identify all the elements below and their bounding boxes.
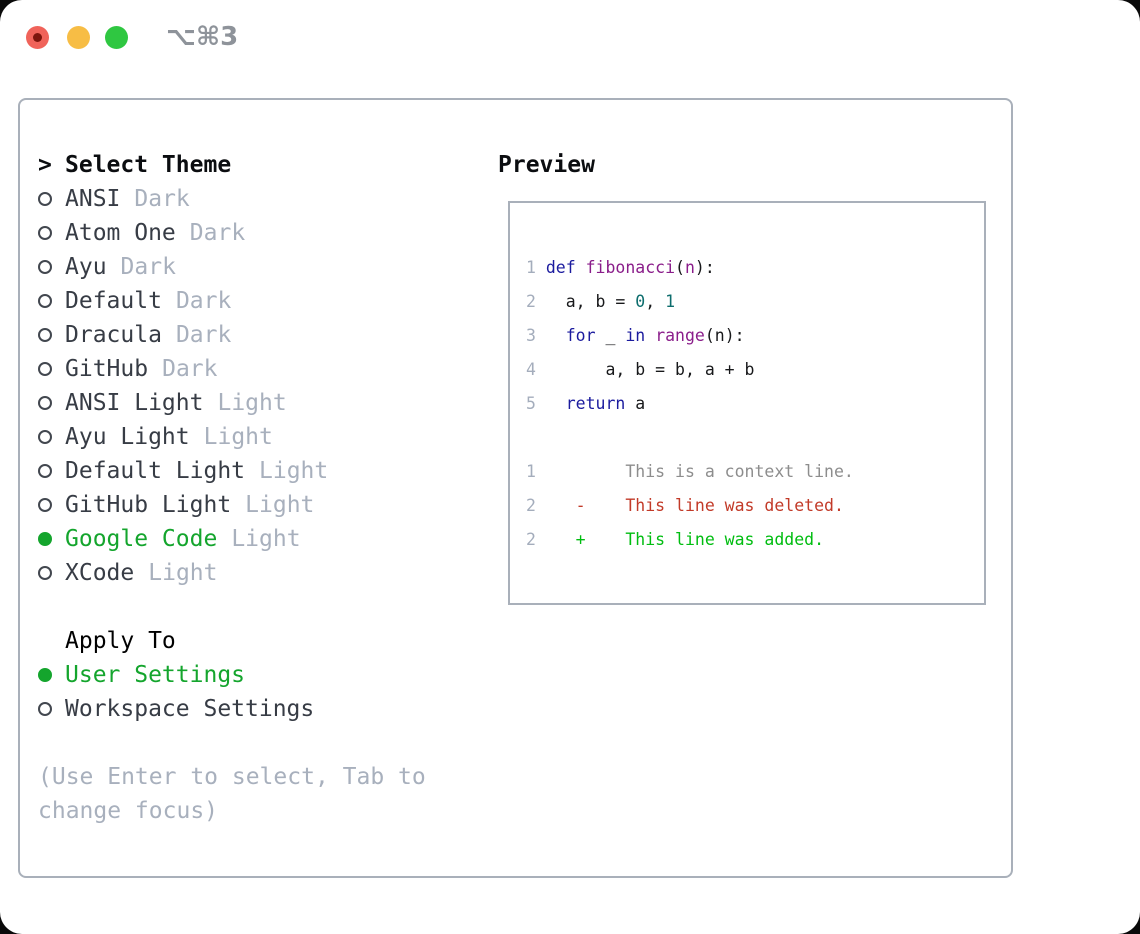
- theme-option-default[interactable]: Default Dark: [38, 284, 426, 318]
- radio-unselected-icon: [38, 260, 52, 274]
- close-button[interactable]: [26, 26, 49, 49]
- theme-variant-badge: Dark: [175, 322, 232, 348]
- radio-unselected-icon: [38, 226, 52, 240]
- help-text: change focus): [38, 798, 219, 824]
- code-line: 4 a, b = b, a + b: [526, 360, 755, 379]
- code-line: 1 This is a context line.: [526, 462, 854, 481]
- help-text: (Use Enter to select, Tab to: [38, 764, 426, 790]
- code-line: 2 - This line was deleted.: [526, 496, 844, 515]
- theme-option-github-light[interactable]: GitHub Light Light: [38, 488, 426, 522]
- theme-name: ANSI: [65, 186, 121, 212]
- theme-option-ayu-light[interactable]: Ayu Light Light: [38, 420, 426, 454]
- theme-option-atom-one[interactable]: Atom One Dark: [38, 216, 426, 250]
- theme-name: GitHub Light: [65, 492, 232, 518]
- preview-title: Preview: [498, 152, 595, 178]
- theme-name: Ayu Light: [65, 424, 190, 450]
- apply-option-label: User Settings: [65, 662, 246, 688]
- apply-option-label: Workspace Settings: [65, 696, 315, 722]
- theme-name: Atom One: [65, 220, 176, 246]
- radio-unselected-icon: [38, 464, 52, 478]
- theme-option-default-light[interactable]: Default Light Light: [38, 454, 426, 488]
- apply-to-title: Apply To: [65, 628, 176, 654]
- theme-name: Google Code: [65, 526, 218, 552]
- theme-name: Default: [65, 288, 162, 314]
- minimize-button[interactable]: [67, 26, 90, 49]
- theme-variant-badge: Light: [259, 458, 329, 484]
- theme-variant-badge: Dark: [189, 220, 246, 246]
- spacer: [38, 726, 426, 760]
- theme-variant-badge: Light: [203, 424, 273, 450]
- apply-option-user-settings[interactable]: User Settings: [38, 658, 426, 692]
- theme-name: Dracula: [65, 322, 162, 348]
- theme-option-xcode[interactable]: XCode Light: [38, 556, 426, 590]
- radio-unselected-icon: [38, 192, 52, 206]
- apply-option-workspace-settings[interactable]: Workspace Settings: [38, 692, 426, 726]
- theme-name: GitHub: [65, 356, 149, 382]
- theme-option-github[interactable]: GitHub Dark: [38, 352, 426, 386]
- theme-variant-badge: Dark: [162, 356, 218, 382]
- theme-variant-badge: Light: [148, 560, 218, 586]
- theme-option-google-code[interactable]: Google Code Light: [38, 522, 426, 556]
- theme-variant-badge: Dark: [120, 254, 176, 280]
- radio-unselected-icon: [38, 328, 52, 342]
- code-line: 3 for _ in range(n):: [526, 326, 745, 345]
- theme-option-ansi[interactable]: ANSI Dark: [38, 182, 426, 216]
- theme-name: Default Light: [65, 458, 246, 484]
- theme-name: XCode: [65, 560, 135, 586]
- theme-name: ANSI Light: [65, 390, 204, 416]
- zoom-button[interactable]: [105, 26, 128, 49]
- apply-to-header: Apply To: [38, 624, 426, 658]
- theme-variant-badge: Light: [245, 492, 315, 518]
- window-title: ⌥⌘3: [166, 22, 239, 52]
- focus-caret-icon: >: [38, 152, 52, 178]
- radio-unselected-icon: [38, 702, 52, 716]
- radio-selected-icon: [38, 668, 52, 682]
- radio-unselected-icon: [38, 294, 52, 308]
- theme-variant-badge: Light: [231, 526, 301, 552]
- code-line: [526, 421, 854, 455]
- code-line: 2 + This line was added.: [526, 530, 825, 549]
- radio-unselected-icon: [38, 498, 52, 512]
- theme-list-header: > Select Theme: [38, 148, 426, 182]
- code-line: 5 return a: [526, 394, 646, 413]
- spacer: [38, 590, 426, 624]
- theme-option-dracula[interactable]: Dracula Dark: [38, 318, 426, 352]
- close-dot-icon: [33, 33, 42, 42]
- radio-unselected-icon: [38, 362, 52, 376]
- theme-variant-badge: Dark: [134, 186, 190, 212]
- theme-variant-badge: Light: [217, 390, 287, 416]
- radio-unselected-icon: [38, 396, 52, 410]
- radio-selected-icon: [38, 532, 52, 546]
- radio-unselected-icon: [38, 566, 52, 580]
- code-preview: 1 def fibonacci(n): 2 a, b = 0, 1 3 for _ …: [526, 251, 854, 557]
- theme-variant-badge: Dark: [175, 288, 232, 314]
- code-line: 2 a, b = 0, 1: [526, 292, 676, 311]
- theme-option-ayu[interactable]: Ayu Dark: [38, 250, 426, 284]
- radio-unselected-icon: [38, 430, 52, 444]
- theme-name: Ayu: [65, 254, 107, 280]
- theme-option-ansi-light[interactable]: ANSI Light Light: [38, 386, 426, 420]
- theme-list-title: Select Theme: [65, 152, 232, 178]
- preview-box: 1 def fibonacci(n): 2 a, b = 0, 1 3 for _ …: [508, 201, 986, 605]
- code-line: 1 def fibonacci(n):: [526, 258, 715, 277]
